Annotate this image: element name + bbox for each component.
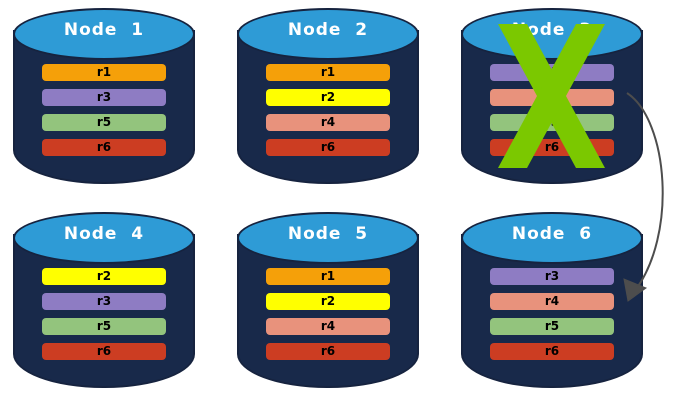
node-label: Node 2 [287, 20, 369, 40]
replica-bar[interactable]: r4 [266, 114, 390, 131]
node-label: Node 5 [287, 224, 369, 244]
node-label: Node 4 [63, 224, 145, 244]
replica-bar[interactable]: r3 [490, 64, 614, 81]
replica-bar[interactable]: r6 [266, 343, 390, 360]
replica-list: r1 r3 r5 r6 [42, 64, 166, 156]
cylinder-top-ellipse [237, 212, 419, 264]
replica-bar[interactable]: r5 [490, 114, 614, 131]
replica-bar[interactable]: r3 [42, 293, 166, 310]
replica-list: r1 r2 r4 r6 [266, 64, 390, 156]
replica-list: r2 r3 r5 r6 [42, 268, 166, 360]
replica-bar[interactable]: r2 [266, 293, 390, 310]
cylinder-top-ellipse [237, 8, 419, 60]
replica-bar[interactable]: r1 [42, 64, 166, 81]
cylinder-top-ellipse [13, 212, 195, 264]
replica-bar[interactable]: r3 [42, 89, 166, 106]
replica-bar[interactable]: r4 [490, 293, 614, 310]
node-label: Node 3 [511, 20, 593, 40]
node-card-1[interactable]: Node 1 r1 r3 r5 r6 [13, 8, 195, 184]
replica-bar[interactable]: r3 [490, 268, 614, 285]
replica-bar[interactable]: r6 [490, 343, 614, 360]
replica-bar[interactable]: r6 [42, 343, 166, 360]
node-card-3[interactable]: Node 3 r3 r4 r5 r6 [461, 8, 643, 184]
replica-bar[interactable]: r6 [266, 139, 390, 156]
replica-bar[interactable]: r6 [42, 139, 166, 156]
replica-bar[interactable]: r2 [266, 89, 390, 106]
node-label: Node 6 [511, 224, 593, 244]
cylinder-top-ellipse [13, 8, 195, 60]
node-card-4[interactable]: Node 4 r2 r3 r5 r6 [13, 212, 195, 388]
replica-bar[interactable]: r4 [490, 89, 614, 106]
replica-bar[interactable]: r5 [42, 318, 166, 335]
replica-list: r3 r4 r5 r6 [490, 64, 614, 156]
replica-bar[interactable]: r1 [266, 64, 390, 81]
replica-bar[interactable]: r1 [266, 268, 390, 285]
node-card-2[interactable]: Node 2 r1 r2 r4 r6 [237, 8, 419, 184]
node-card-5[interactable]: Node 5 r1 r2 r4 r6 [237, 212, 419, 388]
replica-bar[interactable]: r4 [266, 318, 390, 335]
replica-bar[interactable]: r5 [42, 114, 166, 131]
cylinder-top-ellipse [461, 212, 643, 264]
replica-bar[interactable]: r2 [42, 268, 166, 285]
node-label: Node 1 [63, 20, 145, 40]
replica-list: r1 r2 r4 r6 [266, 268, 390, 360]
replica-bar[interactable]: r6 [490, 139, 614, 156]
replica-list: r3 r4 r5 r6 [490, 268, 614, 360]
replica-bar[interactable]: r5 [490, 318, 614, 335]
node-card-6[interactable]: Node 6 r3 r4 r5 r6 [461, 212, 643, 388]
